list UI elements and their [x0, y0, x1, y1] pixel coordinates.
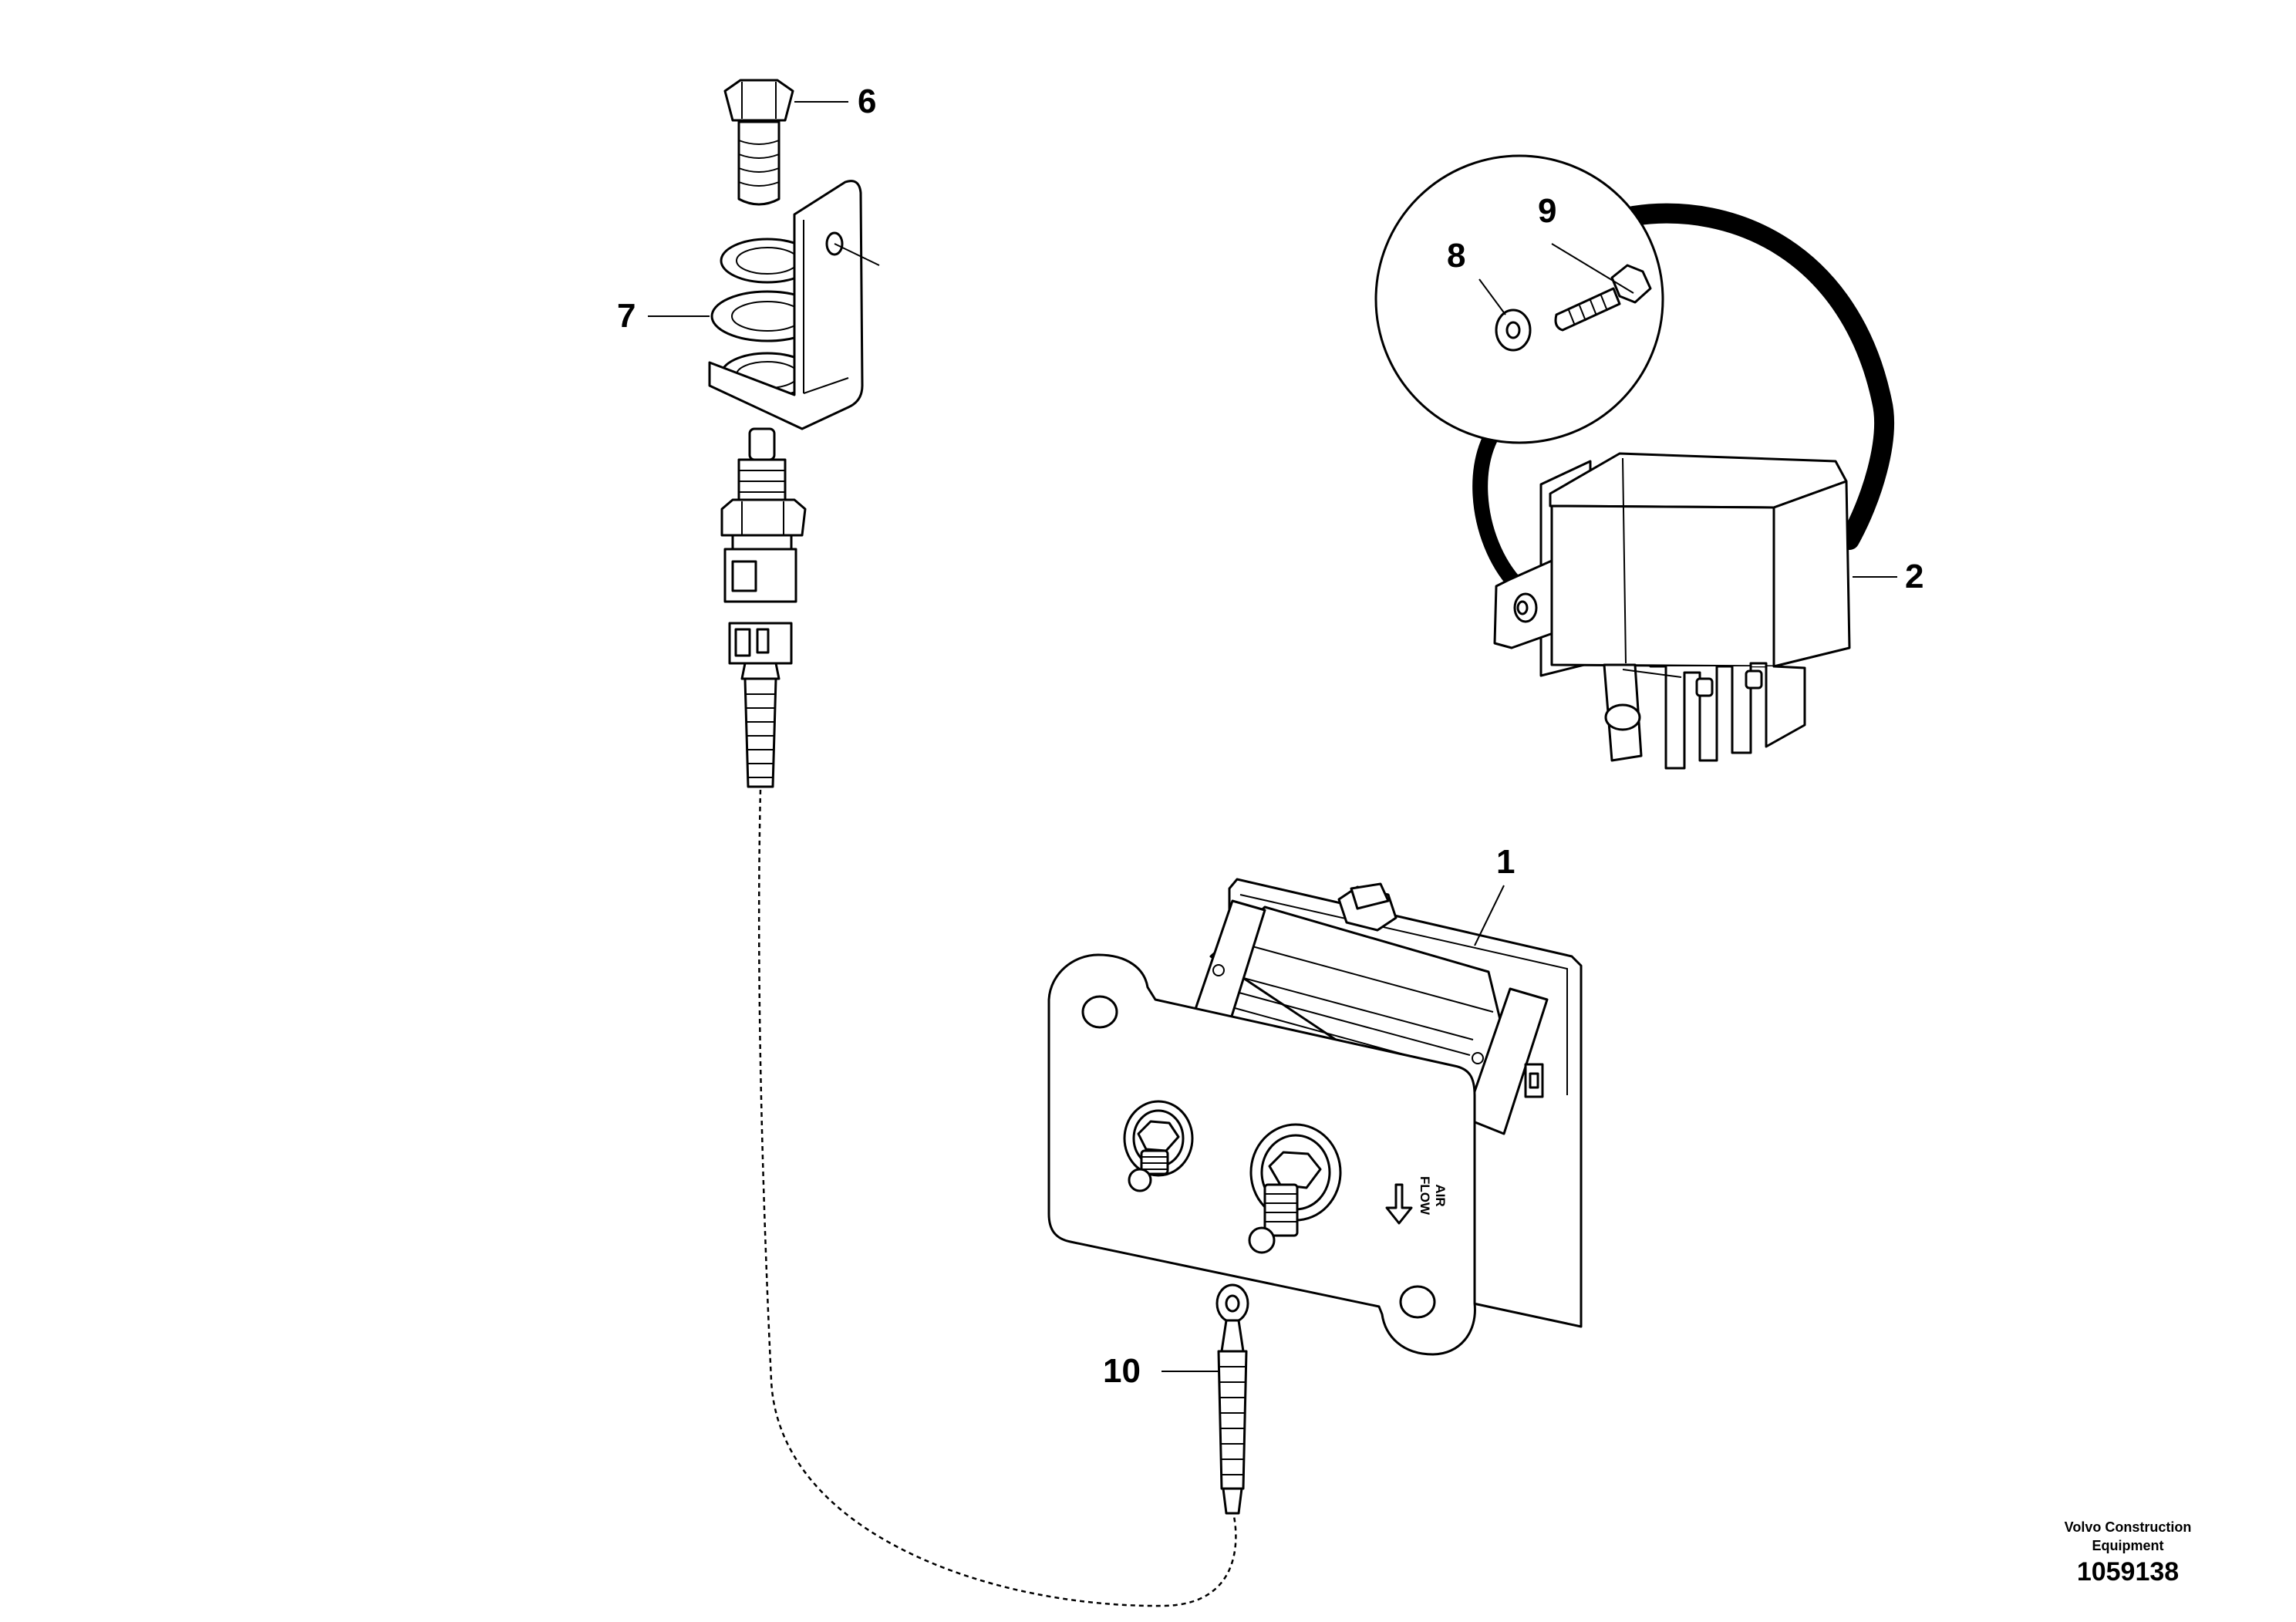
intake-heater: AIR FLOW	[1047, 878, 1583, 1356]
temperature-sensor	[720, 427, 807, 603]
callout-8: 8	[1447, 237, 1465, 275]
callout-10: 10	[1103, 1352, 1141, 1390]
callout-1: 1	[1496, 843, 1515, 881]
washer	[1495, 309, 1532, 352]
ring-terminal	[1215, 1283, 1249, 1515]
callout-6: 6	[858, 83, 876, 120]
screw	[1554, 264, 1652, 332]
drawing-footer: Volvo Construction Equipment 1059138	[2004, 1518, 2251, 1589]
air-flow-label-line1: AIR	[1433, 1184, 1448, 1206]
company-name-line2: Equipment	[2092, 1538, 2164, 1553]
drawing-number: 1059138	[2076, 1557, 2180, 1587]
air-flow-arrow-icon	[1385, 1183, 1413, 1225]
leader-lines	[648, 101, 1897, 1372]
sensor-connector	[728, 622, 793, 788]
air-flow-label-line2: FLOW	[1418, 1176, 1432, 1216]
callout-7: 7	[617, 297, 636, 335]
detail-view	[1374, 154, 1894, 594]
wire-harness	[757, 789, 1237, 1607]
bracket	[708, 180, 880, 430]
company-name-line1: Volvo Construction	[2064, 1519, 2192, 1535]
relay	[1493, 452, 1851, 770]
callout-9: 9	[1538, 192, 1556, 230]
bolt	[723, 79, 794, 206]
callout-2: 2	[1905, 558, 1923, 595]
